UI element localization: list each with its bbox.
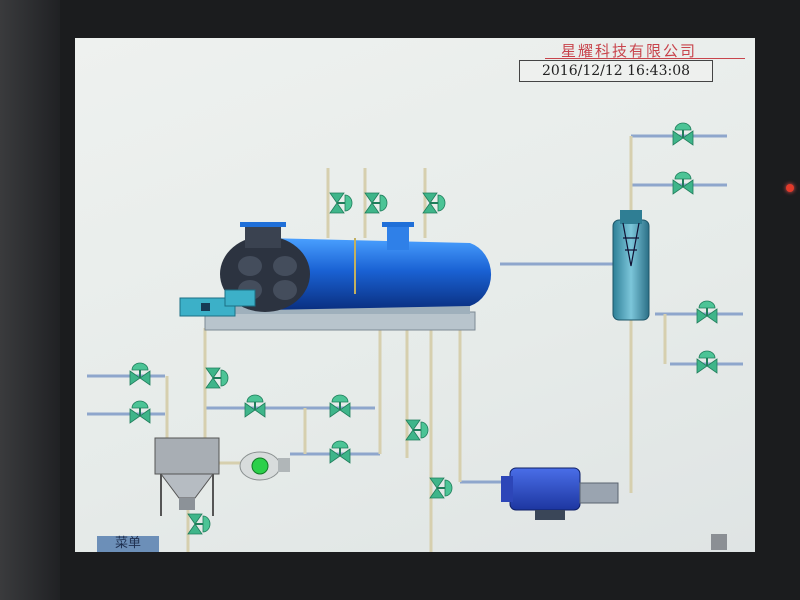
valve-steam-1[interactable] [672,122,694,146]
valve-inlet-1[interactable] [129,362,151,386]
circulation-pump[interactable] [501,467,619,520]
valve-steam-2[interactable] [672,171,694,195]
valve-pump-inlet[interactable] [429,477,453,499]
process-diagram [87,122,743,552]
deaerator-tower[interactable] [612,210,650,321]
valve-inlet-2[interactable] [129,400,151,424]
valve-boiler-2[interactable] [364,192,388,214]
water-pipes [165,136,667,552]
header-divider [545,58,745,59]
menu-button[interactable]: 菜单 [97,536,159,552]
boiler[interactable] [179,222,492,331]
valve-boiler-1[interactable] [329,192,353,214]
water-tank[interactable] [154,437,220,516]
hmi-screen: 星耀科技有限公司 2016/12/12 16:43:08 菜单 [75,38,755,552]
valve-feed-5[interactable] [405,419,429,441]
power-indicator-icon [786,184,794,192]
valve-feed-4[interactable] [329,440,351,464]
valve-tower-1[interactable] [696,300,718,324]
feed-pump[interactable] [239,451,290,481]
monitor-bezel [0,0,60,600]
valve-tower-2[interactable] [696,350,718,374]
valve-feed-1[interactable] [205,367,229,389]
valve-feed-2[interactable] [244,394,266,418]
company-name: 星耀科技有限公司 [561,42,698,60]
corner-button[interactable] [711,534,727,550]
valve-tank-outlet[interactable] [187,513,211,535]
valve-feed-3[interactable] [329,394,351,418]
datetime-display: 2016/12/12 16:43:08 [519,60,713,82]
